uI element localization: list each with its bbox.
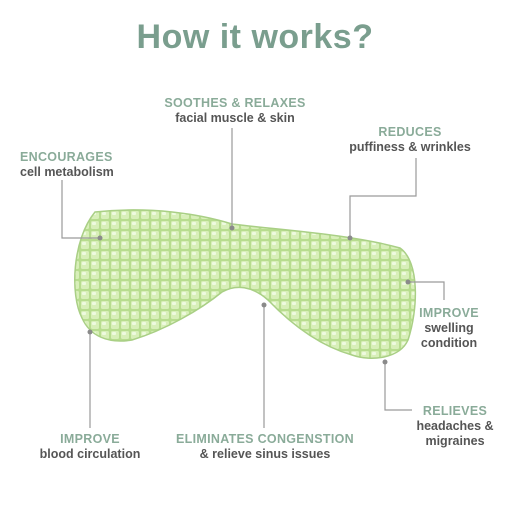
benefit-encourages: ENCOURAGES cell metabolism — [20, 150, 170, 180]
page-title: How it works? — [136, 18, 374, 56]
benefit-heading: ELIMINATES CONGENSTION — [176, 432, 354, 446]
callout-line-relieves — [384, 362, 412, 411]
benefit-heading: ENCOURAGES — [20, 150, 113, 164]
benefit-improve-circulation: IMPROVE blood circulation — [20, 432, 160, 462]
benefit-detail-line: condition — [420, 336, 478, 350]
benefit-detail: blood circulation — [39, 447, 141, 461]
callout-dot — [405, 279, 411, 285]
benefit-detail-line: swelling — [424, 321, 474, 335]
callout-dots — [87, 225, 411, 365]
callout-dot — [261, 302, 267, 308]
callout-dot — [87, 329, 93, 335]
callout-line-encourages — [61, 180, 100, 239]
benefit-improve-swelling: IMPROVE swelling condition — [404, 306, 494, 351]
mask-body — [74, 209, 417, 359]
benefit-detail-line: headaches & — [416, 419, 494, 433]
callout-dot — [347, 235, 353, 241]
callout-line-reduces — [349, 158, 417, 238]
callout-dot — [382, 359, 388, 365]
benefit-detail: cell metabolism — [20, 165, 114, 179]
benefit-heading: REDUCES — [378, 125, 442, 139]
benefit-detail-line: migraines — [425, 434, 485, 448]
benefit-detail: puffiness & wrinkles — [349, 140, 471, 154]
benefit-relieves: RELIEVES headaches & migraines — [410, 404, 500, 449]
callout-lines — [61, 128, 445, 428]
benefit-detail: & relieve sinus issues — [199, 447, 331, 461]
benefit-heading: IMPROVE — [60, 432, 120, 446]
benefit-soothes: SOOTHES & RELAXES facial muscle & skin — [150, 96, 320, 126]
benefit-heading: SOOTHES & RELAXES — [164, 96, 306, 110]
benefit-heading: RELIEVES — [422, 404, 488, 418]
callout-dot — [97, 235, 103, 241]
callout-line-improve-swelling — [408, 281, 445, 300]
benefit-detail: facial muscle & skin — [175, 111, 295, 125]
callout-dot — [229, 225, 235, 231]
benefit-eliminates: ELIMINATES CONGENSTION & relieve sinus i… — [150, 432, 380, 462]
benefit-reduces: REDUCES puffiness & wrinkles — [330, 125, 490, 155]
jade-eye-mask — [74, 209, 417, 359]
benefit-heading: IMPROVE — [419, 306, 479, 320]
